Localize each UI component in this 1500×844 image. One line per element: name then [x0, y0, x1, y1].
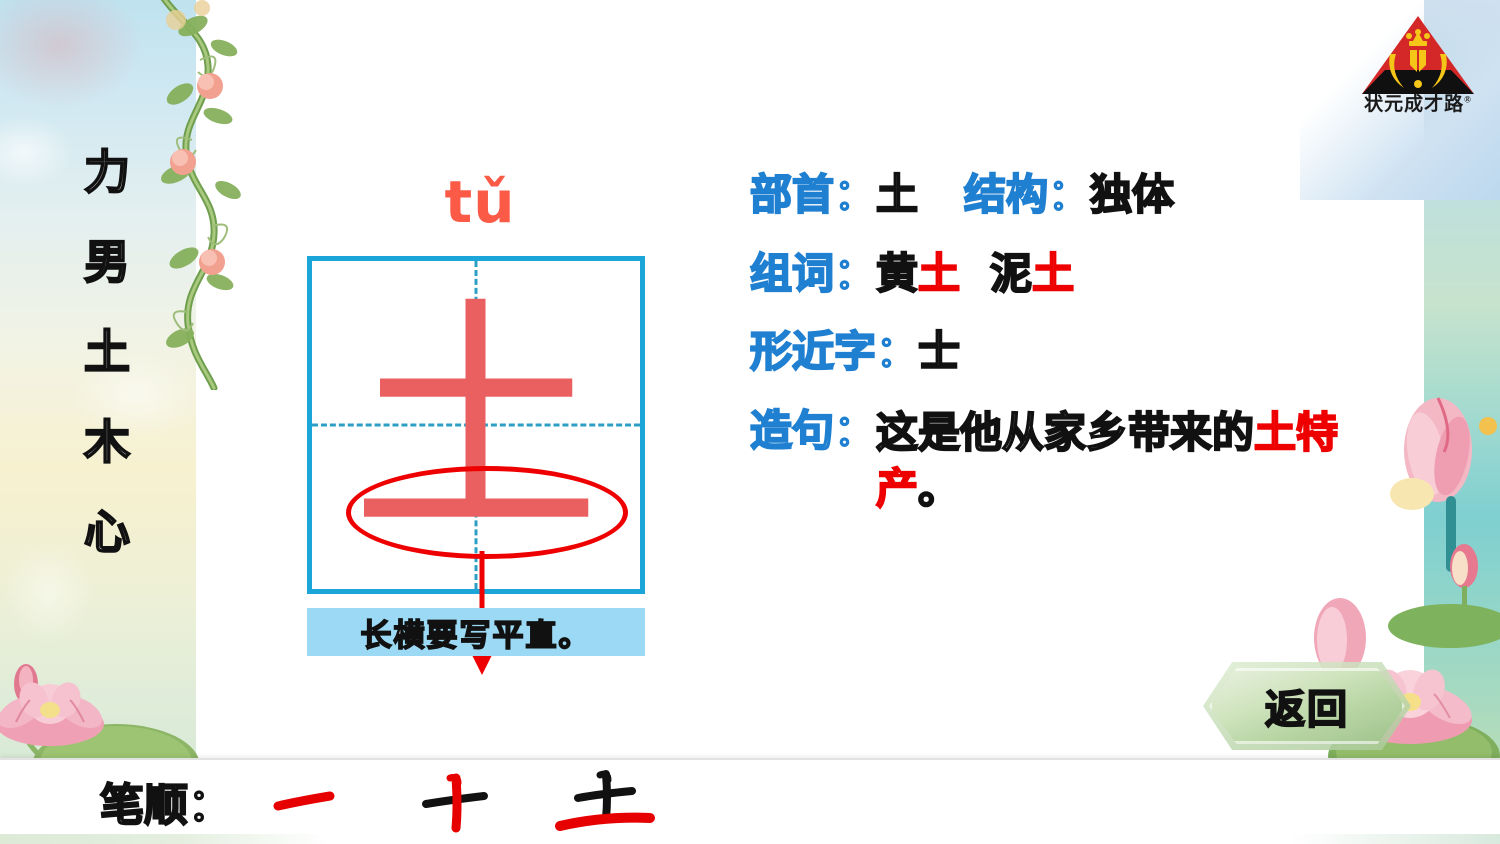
stroke-order-bar [0, 758, 1500, 844]
word-1-prefix: 黄 [875, 251, 919, 299]
character-list: 力 男 土 木 心 [72, 147, 142, 558]
top-right-sky-wash [1300, 0, 1500, 200]
similar-character-label: 形近字： [749, 329, 919, 377]
sentence-part-1: 这是他从家乡带来 [875, 410, 1213, 458]
list-item[interactable]: 土 [83, 327, 131, 378]
words-label: 组词： [749, 251, 877, 299]
stroke-step-3-glyph [555, 770, 655, 831]
return-button-face [1209, 668, 1405, 744]
return-button-label: 返回 [1264, 686, 1349, 733]
stroke-step-1 [238, 766, 388, 836]
list-item[interactable]: 心 [83, 507, 131, 558]
stroke-order-steps [238, 766, 688, 836]
list-item[interactable]: 力 [83, 147, 131, 198]
radical-label: 部首： [749, 172, 877, 220]
logo-triangle-icon [1362, 16, 1474, 94]
grid-character: 土 [351, 286, 601, 563]
word-2-highlight: 土 [1031, 251, 1075, 299]
logo-text: 状元成才路® [1364, 94, 1472, 115]
sentence-text: 这是他从家乡带来的土特产。 [875, 406, 1356, 519]
character-info-panel: 部首： 土 结构： 独体 组词： 黄 土 泥 土 形近字： 士 造句： 这是他从… [749, 170, 1410, 545]
stroke-order-section: 笔顺： [99, 764, 688, 838]
info-row-similar-character: 形近字： 士 [749, 327, 1410, 380]
rose-vine-decoration [160, 0, 241, 390]
writing-tip-text: 长横要写平直。 [360, 617, 592, 654]
stroke-step-3 [538, 766, 688, 836]
trademark-symbol: ® [1464, 94, 1472, 105]
grid-horizontal-guide [312, 423, 640, 427]
sentence-highlight: 土特产 [875, 410, 1339, 515]
info-row-sentence: 造句： 这是他从家乡带来的土特产。 [749, 406, 1410, 519]
writing-tip-caption: 长横要写平直。 [307, 608, 645, 656]
stroke-order-bar-edge [0, 834, 1500, 844]
pinyin-label: tǔ [444, 168, 516, 236]
sentence-period: 。 [917, 466, 961, 514]
stroke-step-2 [388, 766, 538, 836]
list-item[interactable]: 木 [83, 417, 131, 468]
brand-logo: 状元成才路® [1352, 10, 1484, 118]
radical-value: 土 [875, 172, 919, 220]
sentence-label: 造句： [749, 408, 877, 456]
similar-character-value: 士 [917, 329, 961, 377]
word-2-prefix: 泥 [989, 251, 1033, 299]
stroke-order-label: 笔顺： [99, 780, 233, 831]
stroke-step-2-glyph [422, 773, 488, 833]
return-button[interactable]: 返回 [1203, 662, 1411, 750]
info-row-words: 组词： 黄 土 泥 土 [749, 249, 1410, 302]
stroke-step-1-glyph [273, 791, 335, 811]
lotus-decoration-middle-right [1388, 397, 1500, 648]
structure-label: 结构： [963, 172, 1091, 220]
character-grid-box: 土 [307, 256, 645, 675]
info-row-radical-structure: 部首： 土 结构： 独体 [749, 170, 1410, 223]
list-item[interactable]: 男 [83, 237, 131, 288]
word-1-highlight: 土 [917, 251, 961, 299]
structure-value: 独体 [1089, 172, 1175, 220]
sentence-part-2: 的 [1211, 410, 1255, 458]
left-watercolor-band [0, 0, 196, 760]
